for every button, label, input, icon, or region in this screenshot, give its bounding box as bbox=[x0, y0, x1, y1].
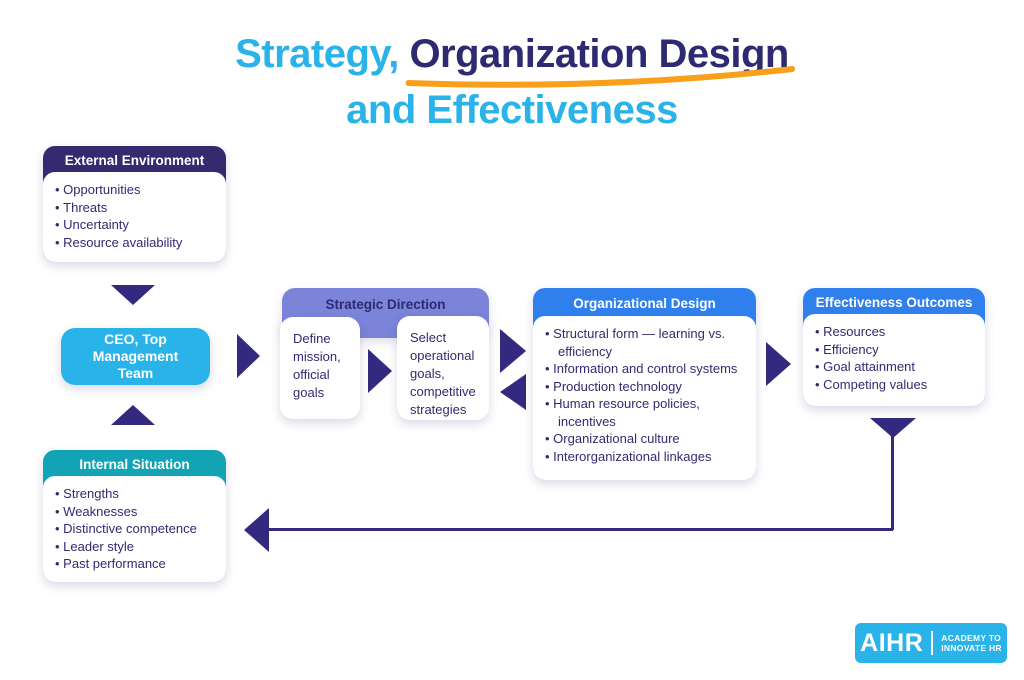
list-item: Distinctive competence bbox=[55, 520, 216, 538]
list-item: Competing values bbox=[815, 376, 975, 394]
list-item: Weaknesses bbox=[55, 503, 216, 521]
list-item: Information and control systems bbox=[545, 360, 746, 378]
arrow-external-to-ceo-icon bbox=[111, 285, 155, 305]
effectiveness-outcomes-list: ResourcesEfficiencyGoal attainmentCompet… bbox=[815, 323, 975, 393]
list-item: Structural form — learning vs. efficienc… bbox=[545, 325, 746, 360]
title-line1: Strategy, Organization Design bbox=[0, 26, 1024, 88]
list-item: Efficiency bbox=[815, 341, 975, 359]
internal-situation-header: Internal Situation bbox=[79, 456, 190, 472]
feedback-horizontal-line bbox=[266, 528, 893, 531]
organizational-design-list: Structural form — learning vs. efficienc… bbox=[545, 325, 746, 465]
arrow-design-to-strategic-icon bbox=[500, 374, 526, 410]
external-environment-body: OpportunitiesThreatsUncertaintyResource … bbox=[43, 172, 226, 262]
arrow-internal-to-ceo-icon bbox=[111, 405, 155, 425]
arrow-define-to-select-icon bbox=[368, 349, 392, 393]
internal-situation-card: Internal Situation StrengthsWeaknessesDi… bbox=[43, 450, 226, 582]
organizational-design-card: Organizational Design Structural form — … bbox=[533, 288, 756, 480]
aihr-logo-divider bbox=[931, 631, 934, 655]
aihr-logo-brand: AIHR bbox=[860, 628, 924, 657]
list-item: Production technology bbox=[545, 378, 746, 396]
organizational-design-header: Organizational Design bbox=[573, 295, 716, 311]
page-title: Strategy, Organization Design and Effect… bbox=[0, 26, 1024, 138]
title-part-organization-design: Organization Design bbox=[406, 26, 796, 88]
list-item: Goal attainment bbox=[815, 358, 975, 376]
feedback-vertical-line bbox=[891, 436, 894, 530]
effectiveness-outcomes-header: Effectiveness Outcomes bbox=[815, 294, 973, 310]
effectiveness-outcomes-body: ResourcesEfficiencyGoal attainmentCompet… bbox=[803, 314, 985, 406]
external-environment-header: External Environment bbox=[64, 152, 205, 168]
arrow-effectiveness-down-icon bbox=[870, 418, 916, 438]
effectiveness-outcomes-card: Effectiveness Outcomes ResourcesEfficien… bbox=[803, 288, 985, 406]
title-part-strategy: Strategy, bbox=[235, 32, 410, 76]
arrow-ceo-to-strategic-direction-icon bbox=[237, 334, 260, 378]
title-line2: and Effectiveness bbox=[346, 88, 678, 132]
list-item: Leader style bbox=[55, 538, 216, 556]
aihr-logo-tagline: ACADEMY TO INNOVATE HR bbox=[941, 632, 1002, 654]
arrow-feedback-to-internal-icon bbox=[244, 508, 269, 552]
strategic-direction-step2: Select operational goals, competitive st… bbox=[397, 316, 489, 420]
arrow-strategic-to-design-icon bbox=[500, 329, 526, 373]
strategic-direction-step1: Define mission, official goals bbox=[280, 317, 360, 419]
list-item: Past performance bbox=[55, 555, 216, 573]
aihr-logo: AIHR ACADEMY TO INNOVATE HR bbox=[855, 623, 1007, 663]
list-item: Resource availability bbox=[55, 234, 216, 252]
list-item: Human resource policies, incentives bbox=[545, 395, 746, 430]
list-item: Opportunities bbox=[55, 181, 216, 199]
list-item: Uncertainty bbox=[55, 216, 216, 234]
ceo-top-management-box: CEO, Top Management Team bbox=[61, 328, 210, 385]
external-environment-card: External Environment OpportunitiesThreat… bbox=[43, 146, 226, 262]
list-item: Organizational culture bbox=[545, 430, 746, 448]
external-environment-list: OpportunitiesThreatsUncertaintyResource … bbox=[55, 181, 216, 251]
list-item: Interorganizational linkages bbox=[545, 448, 746, 466]
list-item: Threats bbox=[55, 199, 216, 217]
organizational-design-body: Structural form — learning vs. efficienc… bbox=[533, 316, 756, 480]
list-item: Strengths bbox=[55, 485, 216, 503]
internal-situation-list: StrengthsWeaknessesDistinctive competenc… bbox=[55, 485, 216, 573]
list-item: Resources bbox=[815, 323, 975, 341]
arrow-design-to-effectiveness-icon bbox=[766, 342, 791, 386]
internal-situation-body: StrengthsWeaknessesDistinctive competenc… bbox=[43, 476, 226, 582]
